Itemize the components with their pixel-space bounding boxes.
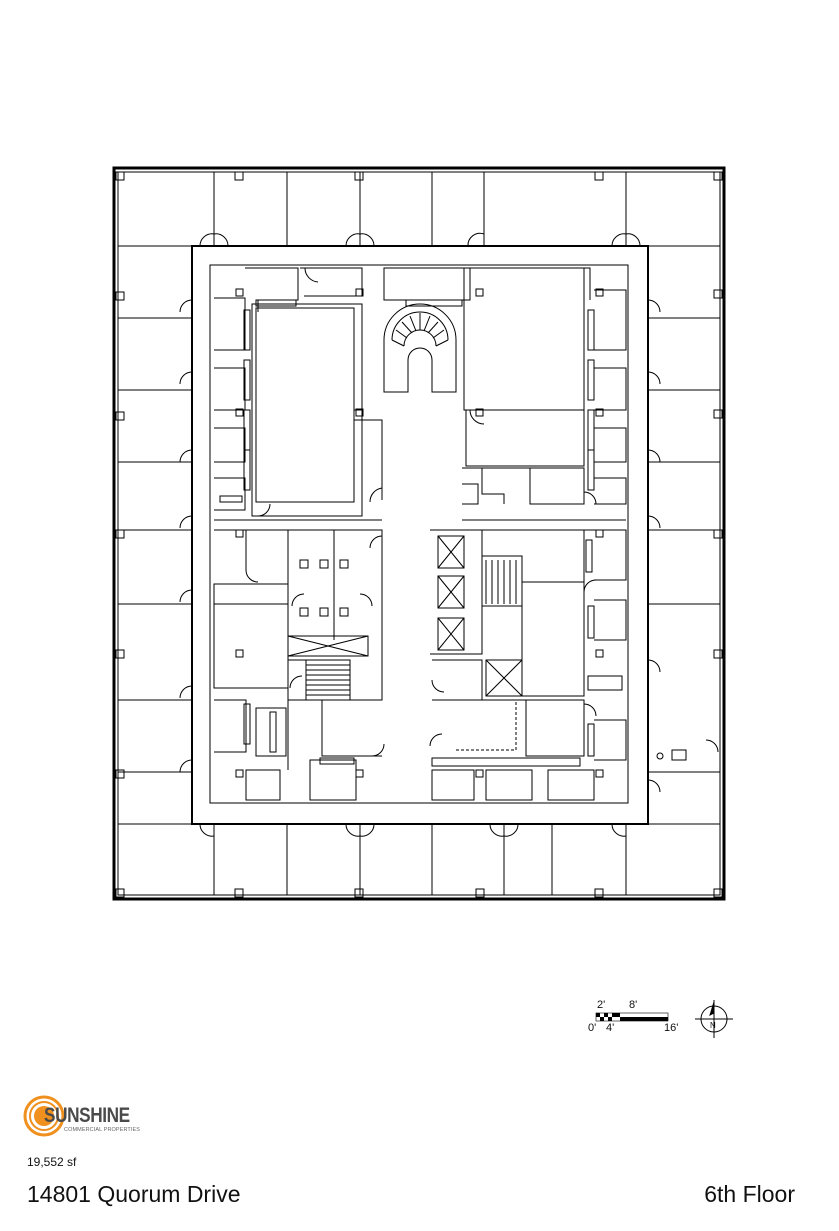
- outer-wall: [112, 166, 726, 901]
- square-footage: 19,552 sf: [27, 1155, 77, 1169]
- upper-right-core: [383, 267, 627, 505]
- scale-label-0ft: 0': [588, 1022, 597, 1034]
- top-offices: [213, 172, 627, 246]
- scale-label-4ft: 4': [606, 1022, 615, 1034]
- outer-wall-inner: [117, 171, 721, 896]
- right-offices: [648, 245, 720, 825]
- scale-bar: [595, 1012, 669, 1022]
- office-ring: [191, 245, 649, 825]
- north-arrow: [695, 1000, 733, 1038]
- floor-label: 6th Floor: [704, 1181, 795, 1207]
- logo-tagline: COMMERCIAL PROPERTIES: [64, 1127, 141, 1133]
- logo-name: SUNSHINE: [44, 1104, 130, 1127]
- scale-label-16ft: 16': [664, 1022, 679, 1034]
- scale-label-2ft: 2': [597, 999, 606, 1011]
- sunshine-logo-icon: [23, 1095, 65, 1137]
- door-swings: [179, 232, 719, 837]
- spiral-stair: [383, 303, 457, 393]
- columns: [115, 171, 723, 898]
- north-label: N: [710, 1021, 716, 1030]
- core-outline: [209, 264, 629, 804]
- scale-label-8ft: 8': [629, 999, 638, 1011]
- left-offices: [118, 245, 192, 825]
- upper-left-core: [214, 267, 383, 517]
- bottom-offices: [213, 824, 627, 895]
- property-address: 14801 Quorum Drive: [27, 1181, 241, 1207]
- lower-left-core: [213, 529, 385, 801]
